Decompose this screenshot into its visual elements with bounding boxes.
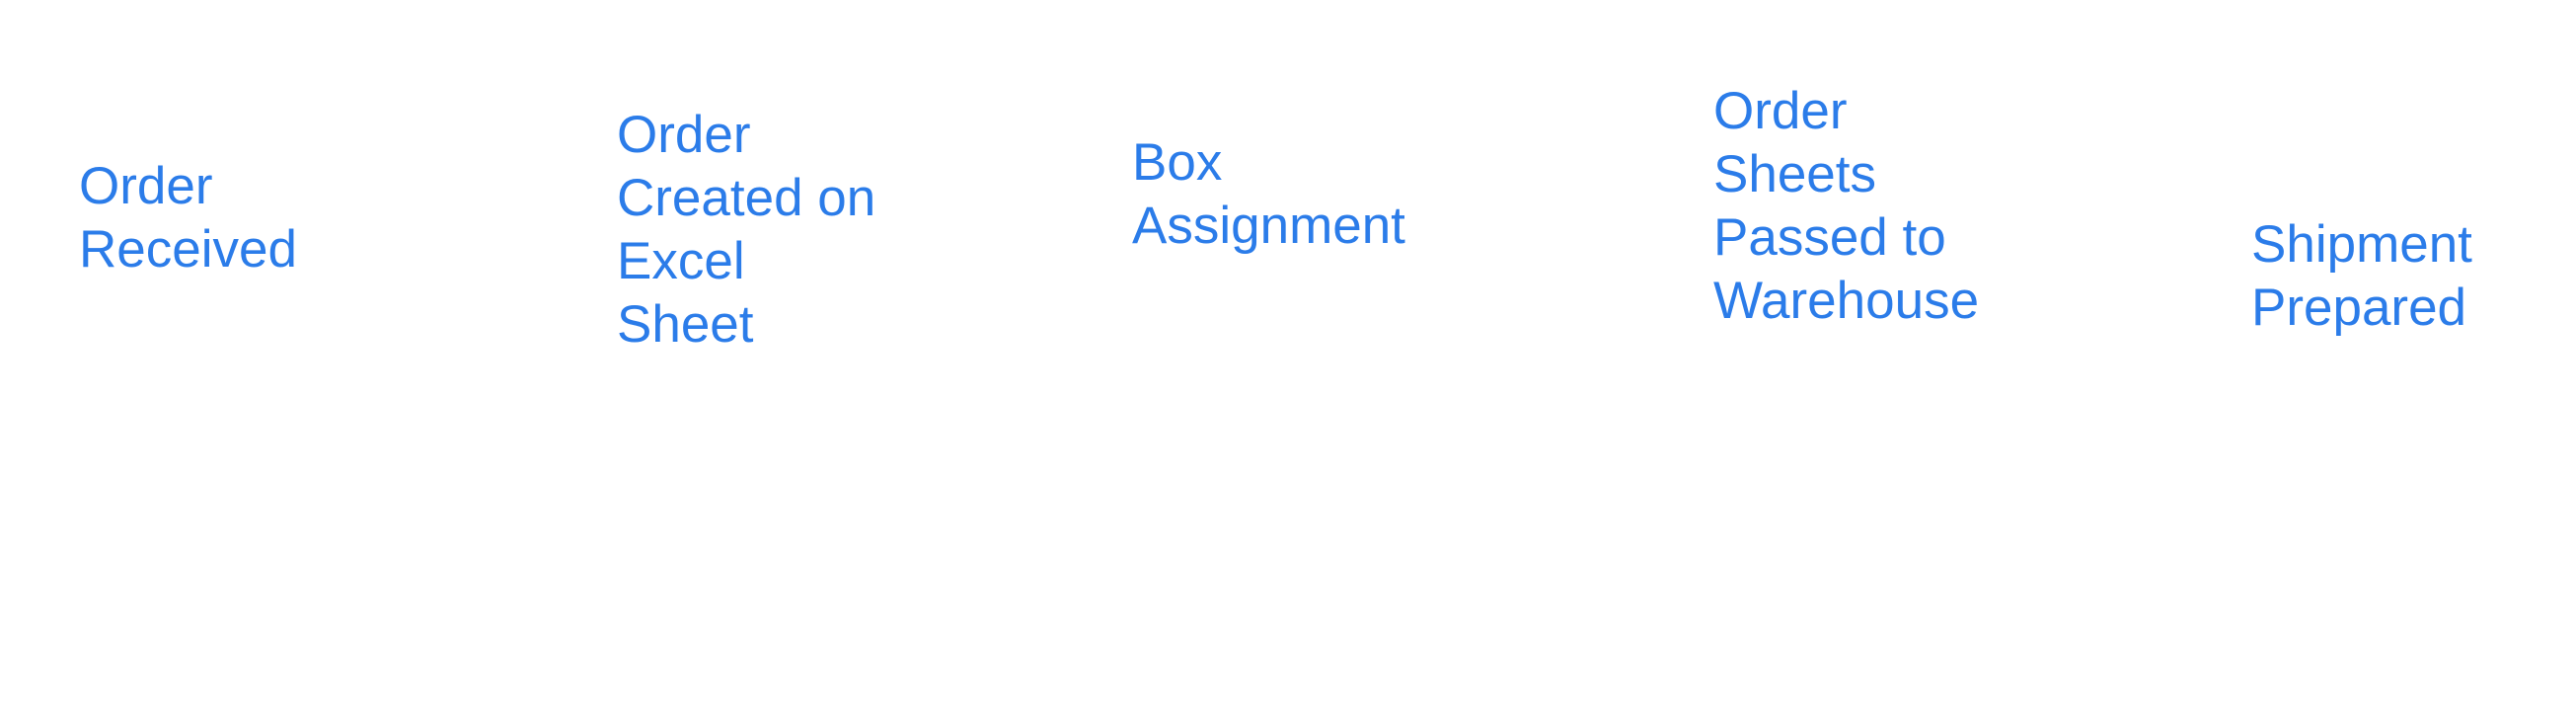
- step-label-line: Shipment: [2251, 215, 2472, 274]
- step-order-received: Order Received: [79, 155, 297, 281]
- step-label-line: Received: [79, 220, 297, 279]
- step-label-line: Passed to: [1713, 208, 1946, 267]
- step-box-assignment: Box Assignment: [1132, 131, 1405, 258]
- step-label-line: Order: [1713, 82, 1848, 140]
- step-label-line: Warehouse: [1713, 272, 1980, 330]
- step-label-line: Sheet: [617, 295, 754, 354]
- step-label-line: Assignment: [1132, 197, 1405, 255]
- step-label-line: Order: [79, 157, 213, 215]
- step-label-line: Sheets: [1713, 145, 1877, 203]
- step-label-line: Prepared: [2251, 279, 2467, 337]
- step-order-created-on-excel-sheet: Order Created on Excel Sheet: [617, 104, 875, 357]
- step-order-sheets-passed-to-warehouse: Order Sheets Passed to Warehouse: [1713, 80, 1979, 333]
- step-label-line: Box: [1132, 133, 1223, 192]
- step-shipment-prepared: Shipment Prepared: [2251, 213, 2472, 340]
- step-label-line: Created on: [617, 169, 876, 227]
- step-label-line: Order: [617, 106, 751, 164]
- step-label-line: Excel: [617, 232, 745, 290]
